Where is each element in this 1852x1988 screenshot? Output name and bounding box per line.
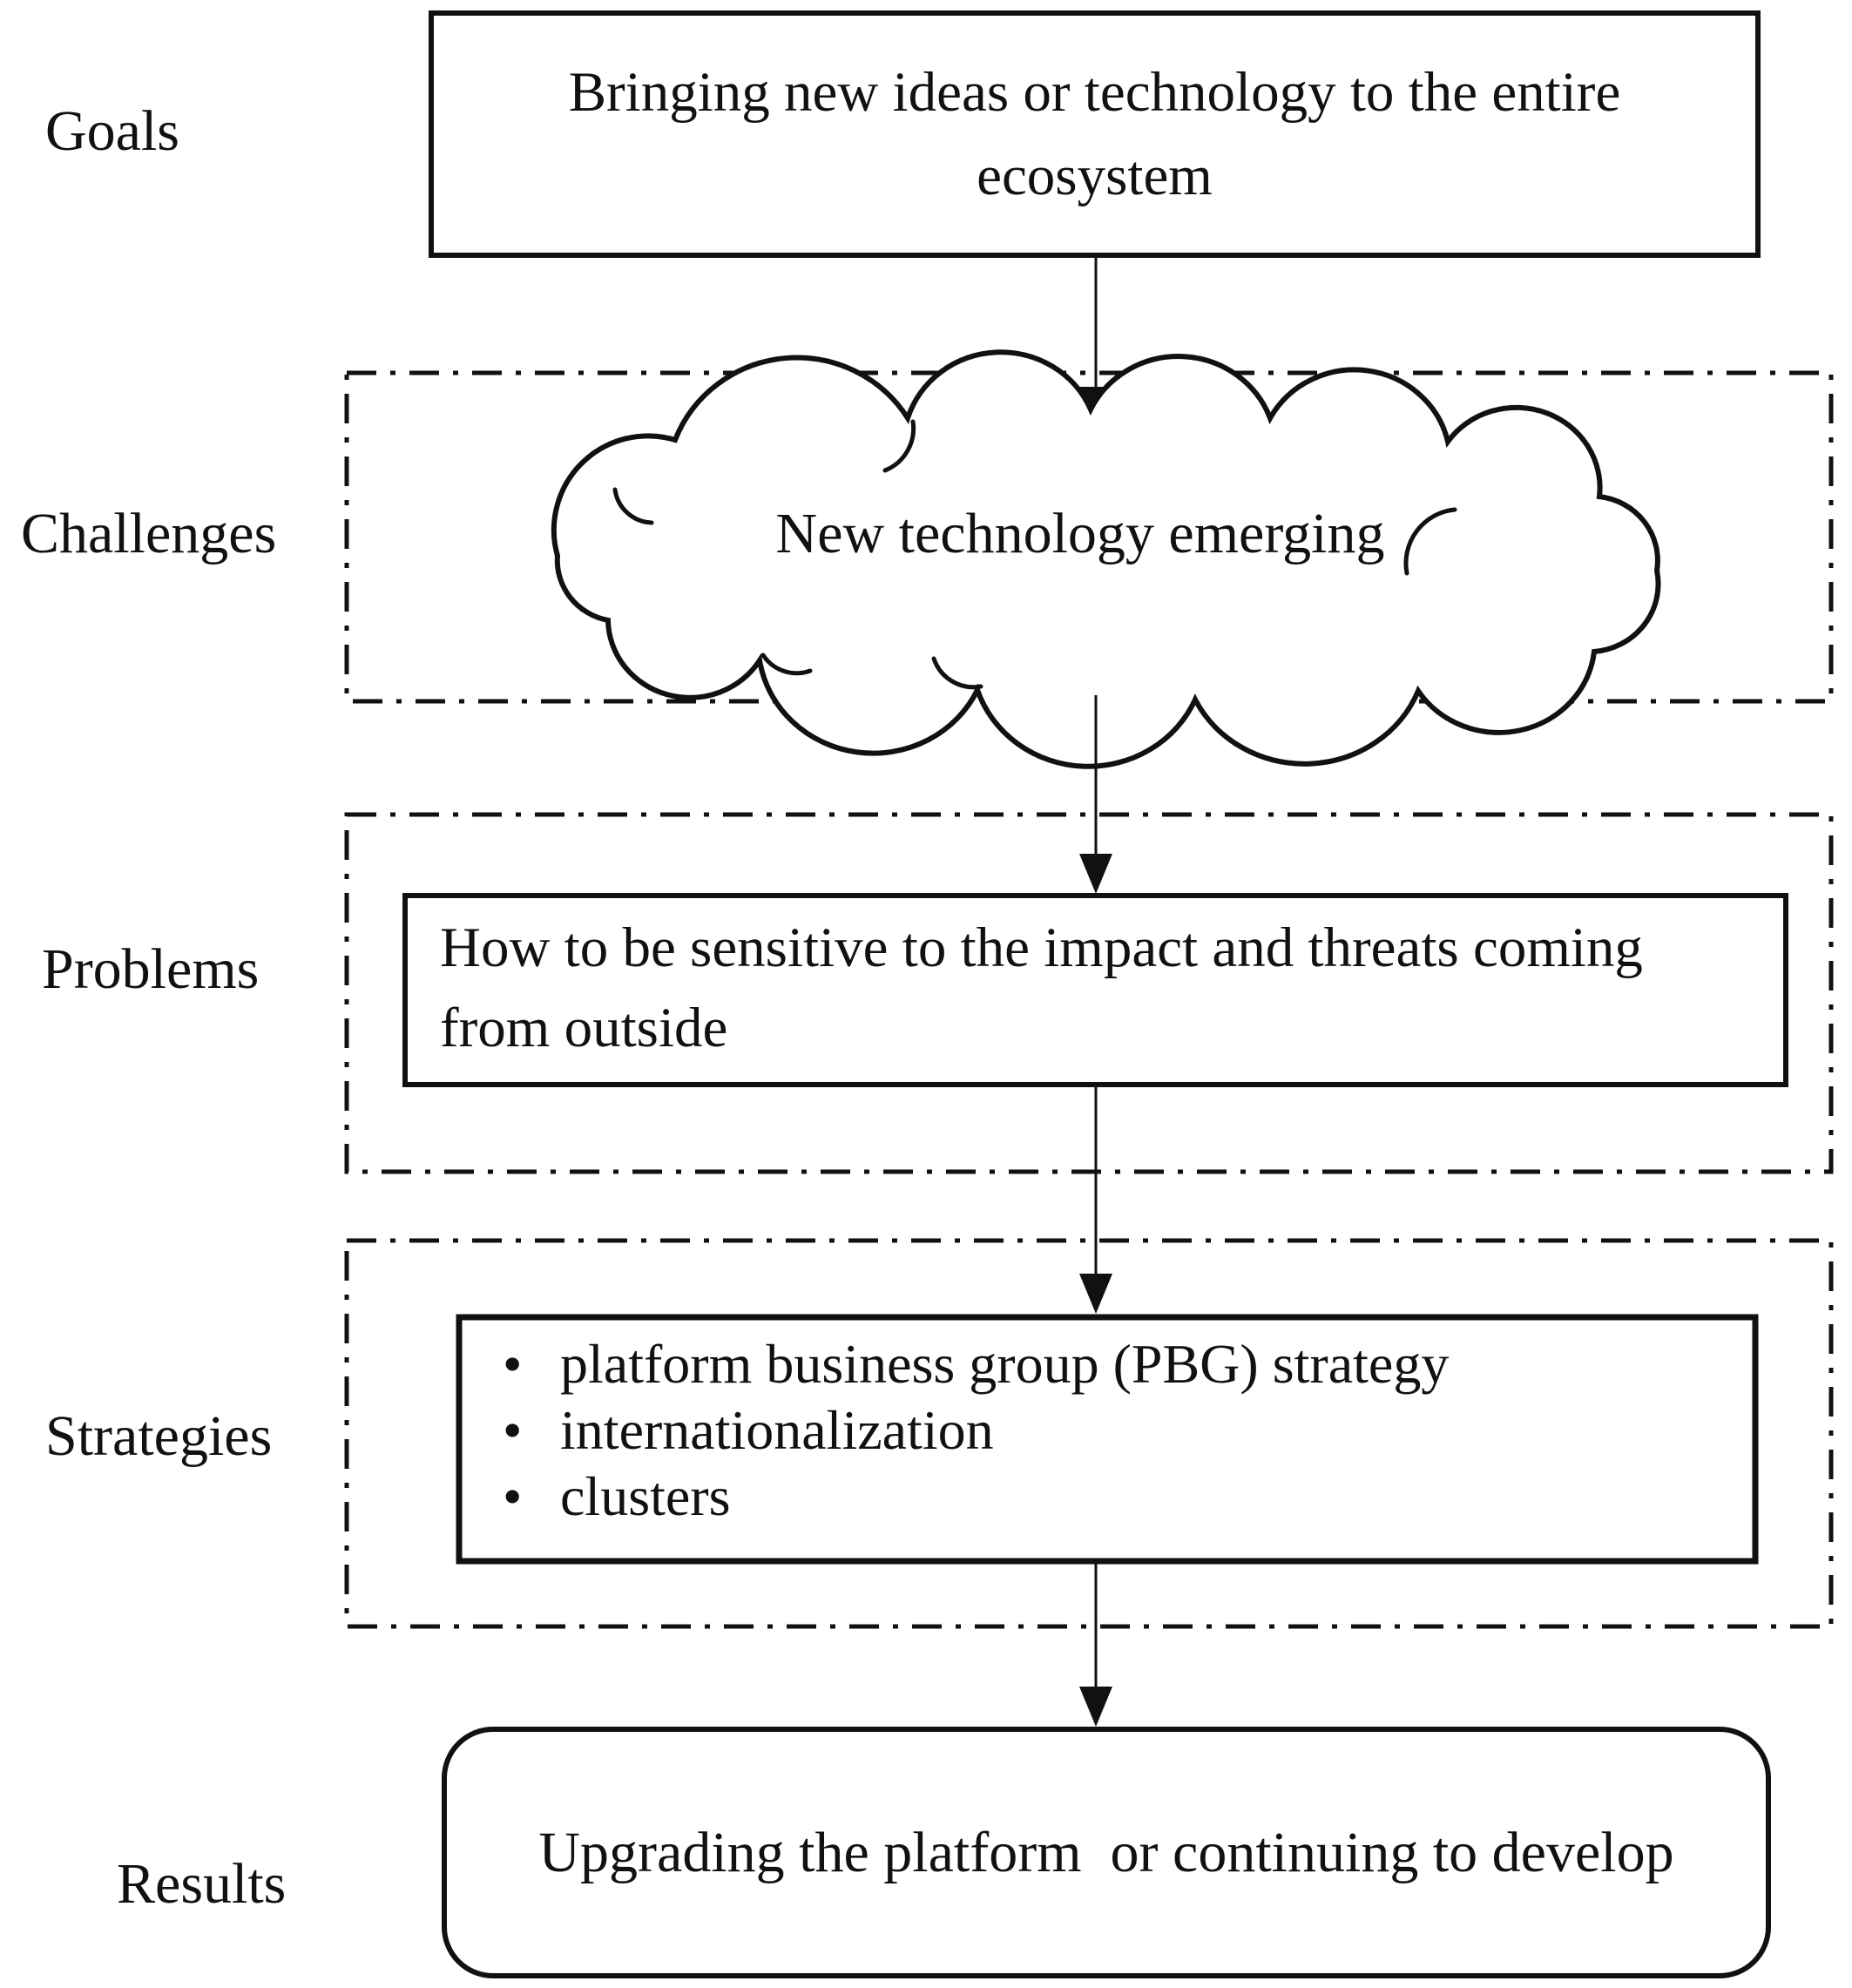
- bullet-dot-icon: •: [503, 1465, 523, 1527]
- strategies-bullet-item: • internationalization: [503, 1397, 1722, 1464]
- strategies-bullet-item: • platform business group (PBG) strategy: [503, 1331, 1722, 1397]
- cloud-curl-bottom-left: [760, 653, 813, 676]
- strategies-item-label: platform business group (PBG) strategy: [560, 1333, 1450, 1395]
- strategies-item-label: clusters: [560, 1465, 731, 1527]
- results-box-text: Upgrading the platform or continuing to …: [538, 1820, 1674, 1884]
- goals-box-outline: [429, 10, 1761, 258]
- arrow-strategies-to-results-head: [1079, 1687, 1112, 1727]
- problems-box-text: How to be sensitive to the impact and th…: [440, 908, 1764, 1068]
- problems-box-text-line2: from outside: [440, 997, 728, 1059]
- arrow-challenges-to-problems-head: [1079, 854, 1112, 894]
- cloud-curl-left: [612, 487, 654, 525]
- bullet-dot-icon: •: [503, 1399, 523, 1461]
- strategies-box-outline: [456, 1314, 1759, 1565]
- bullet-dot-icon: •: [503, 1333, 523, 1395]
- challenges-cloud-shape: [551, 349, 1661, 769]
- row-label-strategies: Strategies: [45, 1404, 273, 1468]
- strategies-bullet-list: • platform business group (PBG) strategy…: [503, 1331, 1722, 1530]
- arrow-problems-to-strategies-head: [1079, 1274, 1112, 1314]
- strategies-bullet-item: • clusters: [503, 1464, 1722, 1530]
- problems-group-border: [344, 812, 1834, 1174]
- cloud-curl-bottom: [931, 656, 983, 690]
- strategies-group-border: [344, 1238, 1834, 1629]
- results-box-outline: [442, 1727, 1771, 1978]
- goals-box-text-line2: ecosystem: [977, 145, 1213, 207]
- row-label-problems: Problems: [42, 937, 260, 1001]
- goals-box-text-line1: Bringing new ideas or technology to the …: [568, 61, 1621, 124]
- row-label-goals: Goals: [45, 99, 179, 163]
- row-label-results: Results: [117, 1852, 287, 1916]
- cloud-curl-right: [1403, 507, 1457, 576]
- cloud-curl-top: [882, 419, 916, 473]
- strategies-item-label: internationalization: [560, 1399, 994, 1461]
- row-label-challenges: Challenges: [21, 502, 277, 565]
- challenges-cloud-text: New technology emerging: [775, 502, 1385, 565]
- problems-box-text-line1: How to be sensitive to the impact and th…: [440, 916, 1643, 979]
- goals-box-text: Bringing new ideas or technology to the …: [431, 13, 1758, 255]
